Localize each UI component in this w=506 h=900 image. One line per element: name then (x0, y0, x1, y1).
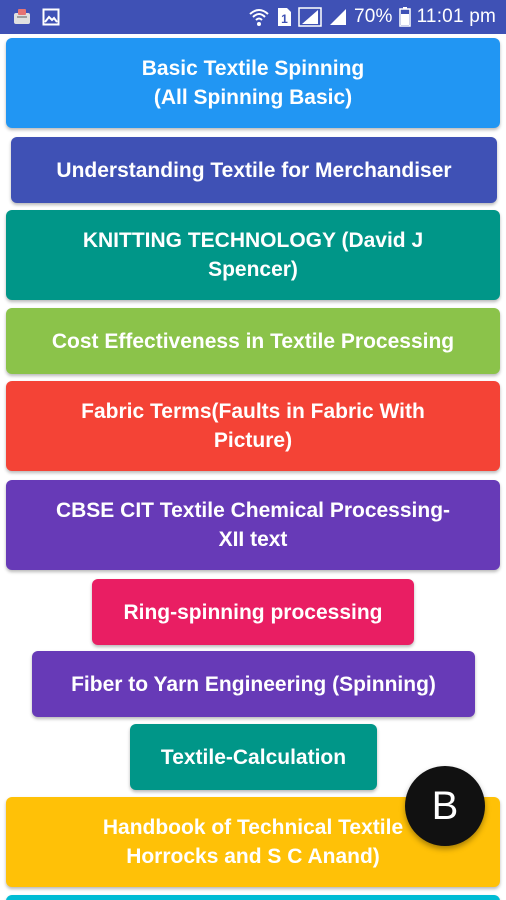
status-bar: 1 70% 11:01 pm (0, 0, 506, 34)
book-button-ring-spinning[interactable]: Ring-spinning processing (92, 579, 414, 645)
app-notification-icon (12, 7, 32, 27)
book-list[interactable]: Basic Textile Spinning (All Spinning Bas… (0, 34, 506, 900)
bold-b-icon[interactable]: B (405, 766, 485, 846)
sim-label: 1 (281, 12, 288, 26)
signal-icon-2 (328, 7, 348, 27)
status-bar-system: 1 70% 11:01 pm (248, 6, 496, 28)
battery-icon (398, 7, 411, 27)
clock: 11:01 pm (416, 6, 496, 27)
book-button-knitting-technology[interactable]: KNITTING TECHNOLOGY (David J Spencer) (6, 210, 500, 300)
book-button-textile-calculation[interactable]: Textile-Calculation (130, 724, 377, 790)
book-button-understanding-textile[interactable]: Understanding Textile for Merchandiser (11, 137, 497, 203)
signal-icon (298, 7, 322, 27)
battery-percentage: 70% (353, 6, 393, 27)
book-button-cost-effectiveness[interactable]: Cost Effectiveness in Textile Processing (6, 308, 500, 374)
image-notification-icon (42, 8, 60, 26)
book-button-fiber-to-yarn[interactable]: Fiber to Yarn Engineering (Spinning) (32, 651, 475, 717)
status-bar-notifications (12, 7, 60, 27)
book-button-next-partial[interactable] (6, 895, 500, 900)
book-button-cbse-cit[interactable]: CBSE CIT Textile Chemical Processing- XI… (6, 480, 500, 570)
sim-icon: 1 (276, 7, 292, 27)
book-button-fabric-terms[interactable]: Fabric Terms(Faults in Fabric With Pictu… (6, 381, 500, 471)
wifi-icon (248, 7, 270, 27)
book-button-basic-textile-spinning[interactable]: Basic Textile Spinning (All Spinning Bas… (6, 38, 500, 128)
